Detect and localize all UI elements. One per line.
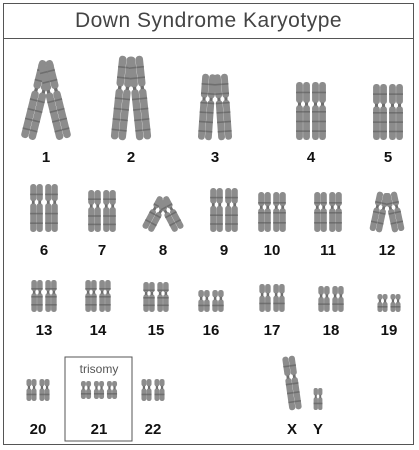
chromosome-pair-X xyxy=(282,355,302,410)
chromosome-16-copy xyxy=(198,290,209,312)
pair-label-3: 3 xyxy=(211,149,219,166)
chromosome-19-copy xyxy=(377,294,387,312)
pair-label-Y: Y xyxy=(313,421,323,438)
chromosome-15-copy xyxy=(157,282,168,312)
chromosome-pair-10 xyxy=(258,192,286,232)
pair-label-19: 19 xyxy=(381,322,398,339)
pair-label-14: 14 xyxy=(90,322,107,339)
chromosome-18-copy xyxy=(332,286,343,312)
chromosome-y xyxy=(314,388,323,410)
chromosome-11-copy xyxy=(329,192,342,232)
chromosome-9-copy xyxy=(210,188,223,232)
chromosome-21-copy xyxy=(81,381,91,399)
pair-label-9: 9 xyxy=(220,242,228,259)
chromosome-pair-19 xyxy=(377,294,400,312)
chromosome-pair-20 xyxy=(26,379,49,401)
chromosome-7-copy xyxy=(103,190,116,232)
pair-label-12: 12 xyxy=(379,242,396,259)
chromosome-pair-18 xyxy=(318,286,343,312)
chromosome-18-copy xyxy=(318,286,329,312)
pair-label-8: 8 xyxy=(159,242,167,259)
chromosome-22-copy xyxy=(141,379,151,401)
chromosome-17-copy xyxy=(273,284,284,312)
pair-label-2: 2 xyxy=(127,149,135,166)
chromosome-14-copy xyxy=(85,280,96,312)
pair-label-7: 7 xyxy=(98,242,106,259)
chromosome-22-copy xyxy=(154,379,164,401)
pair-label-11: 11 xyxy=(320,242,336,259)
chromosome-11-copy xyxy=(314,192,327,232)
chromosome-15-copy xyxy=(143,282,154,312)
chromosome-20-copy xyxy=(39,379,49,401)
chromosome-21-copy xyxy=(107,381,117,399)
chromosome-2-copy xyxy=(128,55,152,140)
pair-label-22: 22 xyxy=(145,421,162,438)
chromosome-pair-Y xyxy=(314,388,323,410)
trisomy-label: trisomy xyxy=(80,362,119,376)
chromosome-pair-8 xyxy=(141,195,184,233)
chromosome-pair-11 xyxy=(314,192,342,232)
chromosome-pair-22 xyxy=(141,379,164,401)
pair-label-16: 16 xyxy=(203,322,220,339)
chromosome-pair-4 xyxy=(296,82,326,140)
chromosome-10-copy xyxy=(273,192,286,232)
chromosome-pair-15 xyxy=(143,282,168,312)
chromosome-16-copy xyxy=(212,290,223,312)
chromosome-3-copy xyxy=(198,74,216,141)
chromosome-5-copy xyxy=(389,84,403,140)
pair-label-21: 21 xyxy=(91,421,108,438)
chromosome-pair-5 xyxy=(373,84,403,140)
pair-label-17: 17 xyxy=(264,322,281,339)
chromosome-17-copy xyxy=(259,284,270,312)
pair-label-18: 18 xyxy=(323,322,340,339)
chromosome-20-copy xyxy=(26,379,36,401)
chromosome-pair-14 xyxy=(85,280,110,312)
chromosome-4-copy xyxy=(312,82,326,140)
pair-label-10: 10 xyxy=(264,242,281,259)
chromosome-6-copy xyxy=(45,184,58,232)
pair-label-20: 20 xyxy=(30,421,47,438)
pair-label-5: 5 xyxy=(384,149,392,166)
chromosome-pair-6 xyxy=(30,184,58,232)
chromosome-pair-7 xyxy=(88,190,116,232)
chromosome-pair-21 xyxy=(81,381,117,399)
chromosome-x xyxy=(282,355,302,410)
pair-label-13: 13 xyxy=(36,322,53,339)
chromosome-7-copy xyxy=(88,190,101,232)
chromosome-14-copy xyxy=(99,280,110,312)
chromosome-12-copy xyxy=(384,191,405,233)
pair-label-4: 4 xyxy=(307,149,316,166)
chromosome-5-copy xyxy=(373,84,387,140)
chromosome-pair-13 xyxy=(31,280,56,312)
chromosome-3-copy xyxy=(214,74,232,141)
chromosome-pair-17 xyxy=(259,284,284,312)
pair-label-15: 15 xyxy=(148,322,165,339)
chromosome-19-copy xyxy=(390,294,400,312)
chromosome-13-copy xyxy=(31,280,42,312)
pair-label-1: 1 xyxy=(42,149,50,166)
chromosome-pair-3 xyxy=(198,74,232,141)
chromosome-pair-2 xyxy=(111,55,152,140)
chromosome-9-copy xyxy=(225,188,238,232)
chromosome-4-copy xyxy=(296,82,310,140)
chromosome-10-copy xyxy=(258,192,271,232)
pair-label-X: X xyxy=(287,421,297,438)
chromosome-pair-16 xyxy=(198,290,223,312)
chromosome-pair-1 xyxy=(20,59,71,140)
chromosome-pair-12 xyxy=(369,191,405,233)
chromosome-pair-9 xyxy=(210,188,238,232)
chromosome-13-copy xyxy=(45,280,56,312)
pair-label-6: 6 xyxy=(40,242,48,259)
chromosome-6-copy xyxy=(30,184,43,232)
chromosome-21-copy xyxy=(94,381,104,399)
